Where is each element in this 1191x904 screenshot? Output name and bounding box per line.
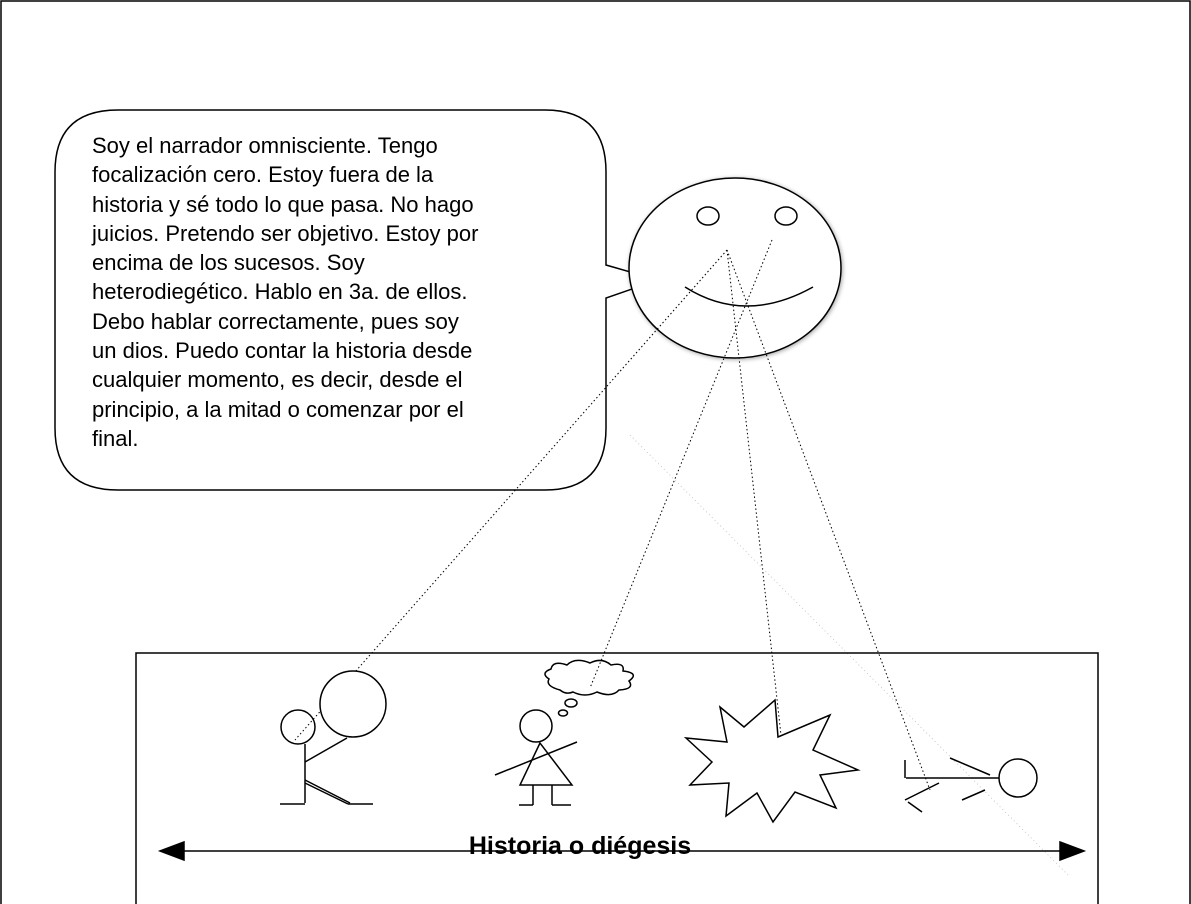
thinking-character (494, 659, 635, 806)
sight-lines (294, 239, 931, 791)
right-eye (774, 206, 798, 226)
explosion-icon (683, 698, 861, 824)
talking-character (280, 670, 387, 805)
narrator-speech-text: Soy el narrador omnisciente. Tengo focal… (92, 131, 612, 453)
speech-line: cualquier momento, es decir, desde el (92, 367, 463, 393)
arrow-right-head (1059, 840, 1087, 862)
speech-line: principio, a la mitad o comenzar por el (92, 396, 464, 422)
left-eye (696, 206, 720, 226)
speech-line: encima de los sucesos. Soy (92, 250, 365, 276)
thought-cloud (544, 659, 635, 696)
narrator-face (628, 177, 842, 359)
arrow-left-head (157, 840, 185, 862)
speech-line: heterodiegético. Hablo en 3a. de ellos. (92, 279, 468, 305)
speech-line: un dios. Puedo contar la historia desde (92, 338, 473, 364)
story-frame (135, 652, 1099, 904)
speech-bubble (54, 109, 661, 491)
speech-line: juicios. Pretendo ser objetivo. Estoy po… (92, 220, 479, 246)
lying-character (904, 757, 1038, 813)
speech-line: Soy el narrador omnisciente. Tengo (92, 133, 438, 158)
smile (684, 286, 814, 307)
story-label: Historia o diégesis (468, 832, 692, 860)
speech-line: historia y sé todo lo que pasa. No hago (92, 191, 474, 217)
faint-sight-line (629, 434, 1069, 876)
speech-balloon (319, 670, 387, 738)
speech-line: Debo hablar correctamente, pues soy (92, 308, 459, 334)
story-timeline-arrow (157, 840, 1087, 862)
speech-line: focalización cero. Estoy fuera de la (92, 162, 434, 188)
speech-line: final. (92, 425, 139, 451)
